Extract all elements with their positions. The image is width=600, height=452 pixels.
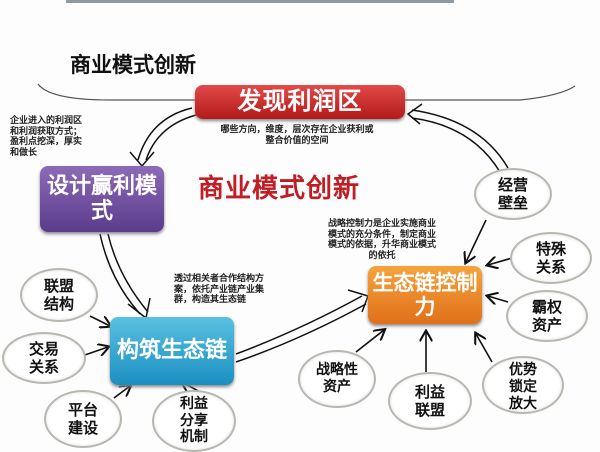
factor-special-relations: 特殊关系 — [510, 232, 592, 284]
build-note: 透过相关者合作结构方案，依托产业链产业集群，构造其生态链 — [174, 274, 265, 306]
factor-hegemony-assets: 霸权资产 — [506, 290, 588, 342]
discover-profit-zone-box: 发现利润区 — [195, 85, 405, 119]
factor-strategic-assets: 战略性资产 — [298, 350, 376, 408]
design-note: 企业进入的利润区和利润获取方式；盈利点挖深，厚实和做长 — [10, 116, 83, 158]
ecosystem-control-box: 生态链控制力 — [368, 266, 482, 324]
top-border — [66, 0, 454, 3]
control-note: 战略控制力是企业实施商业模式的充分条件，制定商业模式的依据，升华商业模式的依托 — [327, 219, 436, 261]
factor-business-barrier: 经营壁垒 — [474, 168, 552, 220]
factor-trade-relations: 交易关系 — [2, 332, 86, 384]
center-title: 商业模式创新 — [198, 174, 361, 204]
page-title: 商业模式创新 — [70, 53, 196, 77]
build-ecosystem-box: 构筑生态链 — [110, 317, 234, 385]
factor-benefit-alliance: 利益联盟 — [388, 372, 472, 430]
factor-benefit-sharing: 利益分享机制 — [152, 390, 236, 452]
factor-advantage-lock: 优势锁定放大 — [482, 356, 564, 414]
factor-alliance-structure: 联盟结构 — [20, 268, 98, 322]
design-profit-model-box: 设计赢利模式 — [40, 166, 164, 232]
discover-note: 哪些方向，维度，层次存在企业获利或整合价值的空间 — [220, 125, 374, 146]
factor-platform-building: 平台建设 — [44, 390, 122, 448]
